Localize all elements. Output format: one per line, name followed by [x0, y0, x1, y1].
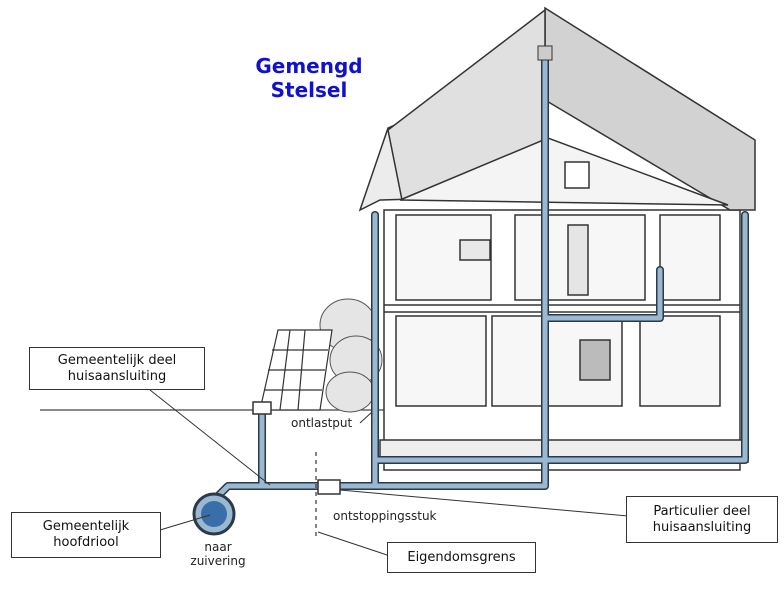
leader-lines	[149, 389, 629, 557]
roof	[358, 6, 756, 212]
cleanout-fitting	[317, 479, 341, 495]
relief-pit	[252, 401, 272, 415]
house	[379, 209, 749, 471]
label-naar-zuivering: naar zuivering	[190, 540, 246, 568]
callout-eigendomsgrens-text: Eigendomsgrens	[407, 549, 516, 565]
title-line-2: Stelsel	[270, 78, 348, 102]
label-naar: naar	[204, 540, 232, 554]
garden-frame	[259, 329, 333, 411]
callout-particulier-deel-text: Particulier deel huisaansluiting	[652, 503, 752, 535]
label-zuivering: zuivering	[190, 554, 246, 568]
callout-eigendomsgrens: Eigendomsgrens	[387, 542, 536, 573]
callout-gemeentelijk-hoofdriool: Gemeentelijk hoofdriool	[11, 512, 161, 558]
hedge	[319, 298, 383, 413]
label-ontstoppingsstuk: ontstoppingsstuk	[333, 509, 437, 523]
callout-gemeentelijk-deel-text: Gemeentelijk deel huisaansluiting	[57, 352, 177, 384]
boiler	[564, 161, 590, 189]
title-line-1: Gemengd	[255, 54, 363, 78]
main-sewer-icon	[192, 492, 236, 536]
label-ontlastput: ontlastput	[291, 416, 353, 430]
diagram-title: Gemengd Stelsel	[234, 54, 384, 102]
pipe-network	[210, 46, 749, 504]
callout-particulier-deel: Particulier deel huisaansluiting	[626, 496, 778, 543]
callout-gemeentelijk-deel: Gemeentelijk deel huisaansluiting	[29, 347, 205, 390]
callout-hoofdriool-text: Gemeentelijk hoofdriool	[42, 519, 130, 550]
roof-vent	[537, 45, 553, 61]
